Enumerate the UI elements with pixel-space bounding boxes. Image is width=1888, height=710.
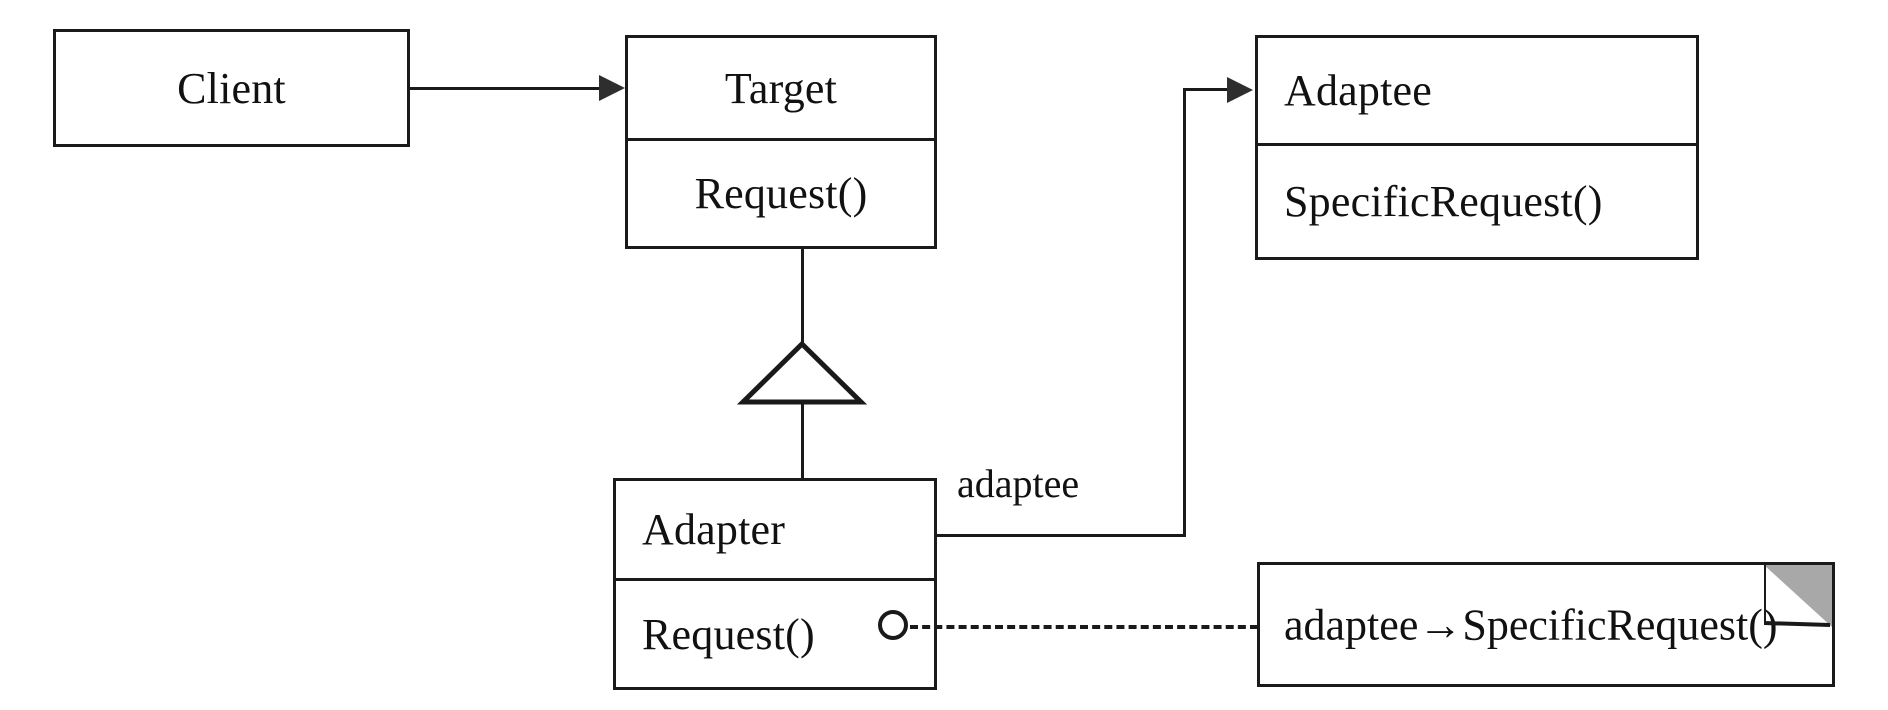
association-line-adapter-adaptee-top (1183, 88, 1229, 91)
class-name-compartment-target: Target (628, 38, 934, 141)
class-name-client: Client (177, 63, 286, 113)
association-line-adapter-adaptee-horizontal (934, 534, 1186, 537)
generalization-stem-lower (801, 400, 804, 478)
class-box-target[interactable]: Target Request() (625, 35, 937, 249)
note-fold-corner-icon (1762, 565, 1832, 632)
class-box-client[interactable]: Client (53, 29, 410, 147)
class-name-adapter: Adapter (642, 505, 786, 554)
class-name-compartment-adaptee: Adaptee (1258, 38, 1696, 146)
generalization-stem-upper (801, 249, 804, 347)
association-line-adapter-adaptee-vertical (1183, 88, 1186, 537)
class-box-adapter[interactable]: Adapter Request() (613, 478, 937, 690)
arrowhead-adapter-adaptee (1227, 77, 1253, 103)
association-line-client-target (410, 87, 601, 90)
class-name-target: Target (724, 63, 838, 113)
operation-target-request: Request() (694, 169, 868, 218)
note-anchor-dashed-line (910, 625, 1258, 629)
class-box-adaptee[interactable]: Adaptee SpecificRequest() (1255, 35, 1699, 260)
note-text: adaptee→SpecificRequest() (1284, 600, 1778, 649)
note-box[interactable]: adaptee→SpecificRequest() (1257, 562, 1835, 687)
class-name-adaptee: Adaptee (1284, 66, 1432, 115)
class-name-compartment-client: Client (56, 32, 407, 144)
arrowhead-client-target (599, 75, 625, 101)
operation-port-circle-icon (878, 610, 908, 640)
operation-adaptee-specific-request: SpecificRequest() (1284, 177, 1603, 226)
operations-compartment-adapter: Request() (616, 581, 934, 687)
class-name-compartment-adapter: Adapter (616, 481, 934, 581)
operations-compartment-target: Request() (628, 141, 934, 246)
generalization-triangle-icon (736, 340, 868, 406)
operations-compartment-adaptee: SpecificRequest() (1258, 146, 1696, 257)
association-role-label-adaptee: adaptee (957, 461, 1080, 506)
operation-adapter-request: Request() (642, 609, 815, 659)
